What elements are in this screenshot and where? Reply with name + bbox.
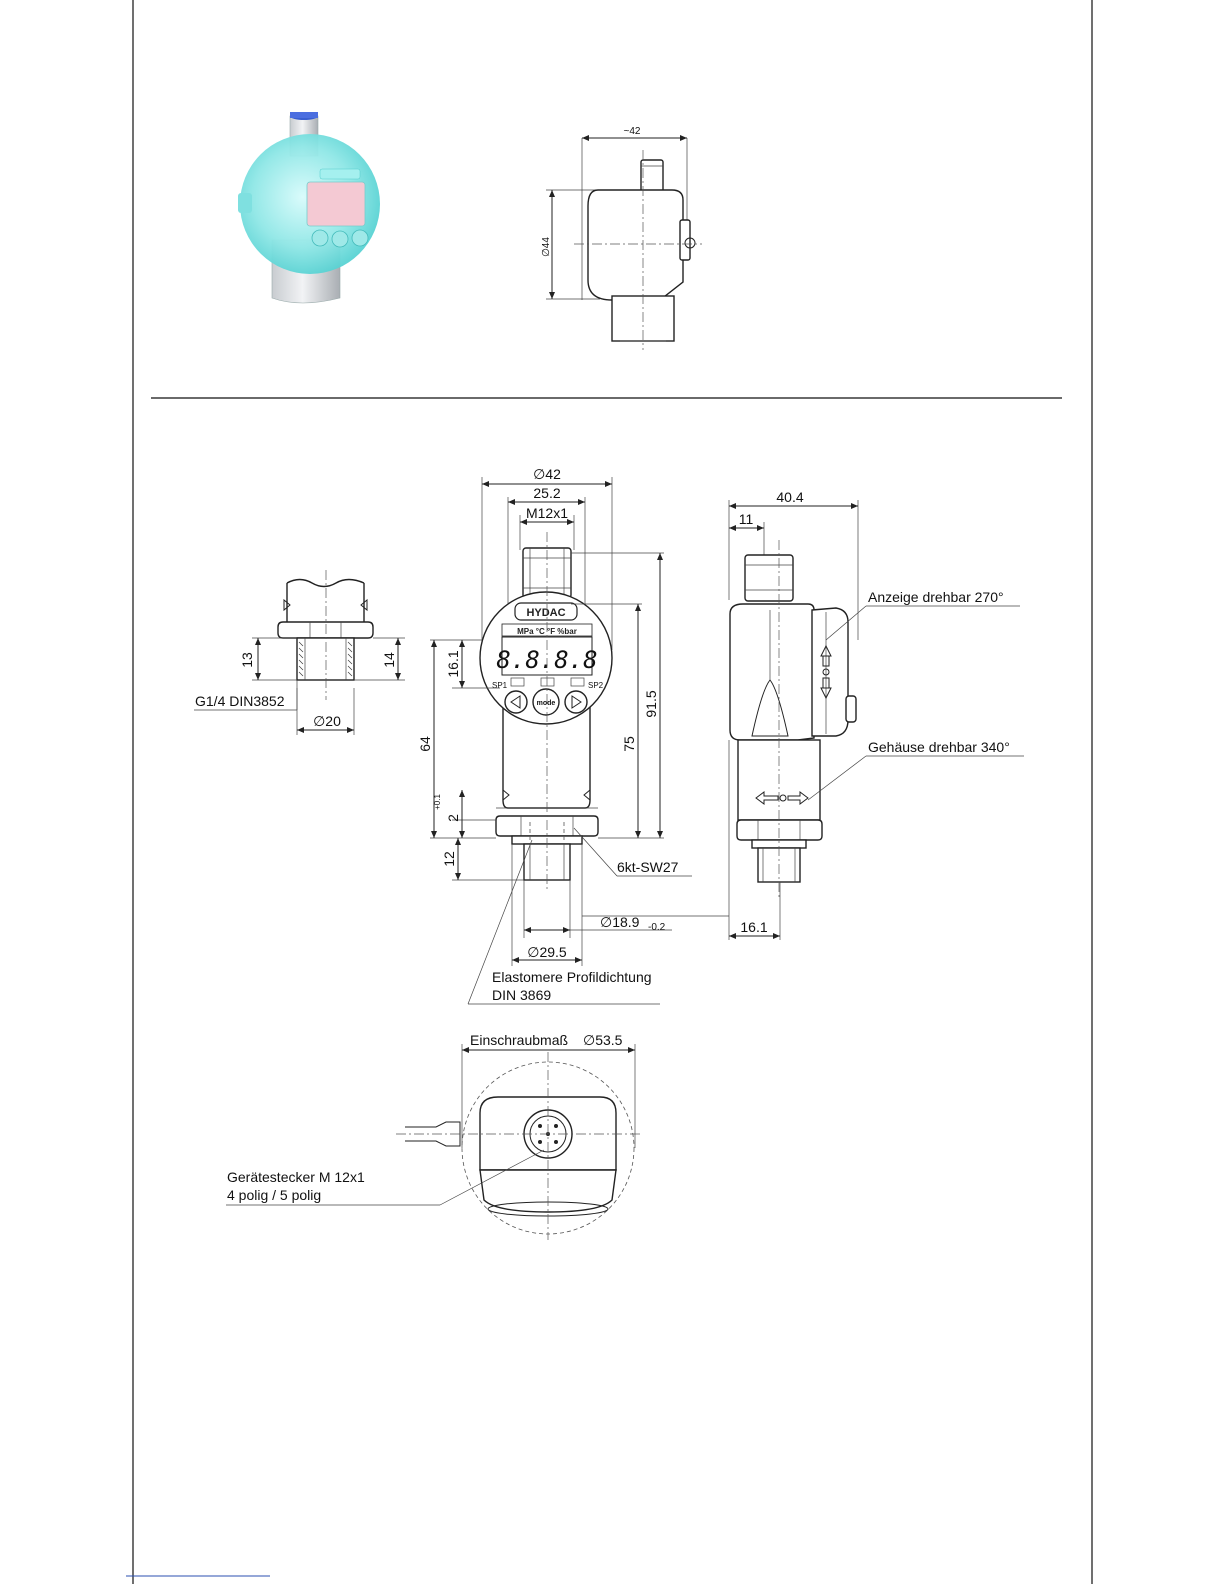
label-thread: G1/4 DIN3852 [195,693,285,709]
dim-16-1-side: 16.1 [740,919,767,935]
dim-14: 14 [381,652,397,668]
dim-width: ~42 [624,126,641,137]
dim-diameter: ∅44 [541,237,552,257]
dim-d42: ∅42 [533,466,561,482]
dim-12: 12 [441,851,457,867]
dim-d29-5: ∅29.5 [527,944,567,960]
dim-d20: ∅20 [313,713,341,729]
dim-40-4: 40.4 [776,489,803,505]
display-sp1: SP1 [492,681,508,690]
dim-91-5: 91.5 [643,690,659,717]
dim-64: 64 [417,736,433,752]
product-3d-render [238,112,380,303]
thread-detail-view: 13 14 G1/4 DIN3852 ∅20 [194,570,405,735]
dim-d53-5: ∅53.5 [583,1032,623,1048]
display-mode: mode [537,700,556,707]
small-side-view: ~42 ∅44 [541,126,702,350]
dim-75: 75 [621,736,637,752]
dim-11: 11 [739,511,754,527]
dim-16-1: 16.1 [445,650,461,677]
label-housing-rotatable: Gehäuse drehbar 340° [868,739,1010,755]
label-seal-line1: Elastomere Profildichtung [492,969,652,985]
dim-d18-9-tol: -0.2 [648,922,666,933]
dim-2: 2 [445,814,461,822]
label-display-rotatable: Anzeige drehbar 270° [868,589,1004,605]
dim-13: 13 [239,652,255,668]
label-screw-in: Einschraubmaß [470,1032,568,1048]
dim-tol-plus: +0.1 [433,794,442,810]
display-sp2: SP2 [588,681,604,690]
dim-d18-9: ∅18.9 [600,914,640,930]
label-seal-line2: DIN 3869 [492,987,551,1003]
front-view: ∅42 25.2 M12x1 HYDAC MPa °C °F %bar 8.8.… [417,466,692,1004]
bottom-view: Einschraubmaß ∅53.5 Gerätestecker M 12x1… [226,1032,640,1240]
label-connector-line1: Gerätestecker M 12x1 [227,1169,365,1185]
display-brand: HYDAC [526,607,565,619]
dim-25-2: 25.2 [533,485,560,501]
dim-m12x1: M12x1 [526,505,568,521]
label-hex: 6kt-SW27 [617,859,679,875]
label-connector-line2: 4 polig / 5 polig [227,1187,321,1203]
